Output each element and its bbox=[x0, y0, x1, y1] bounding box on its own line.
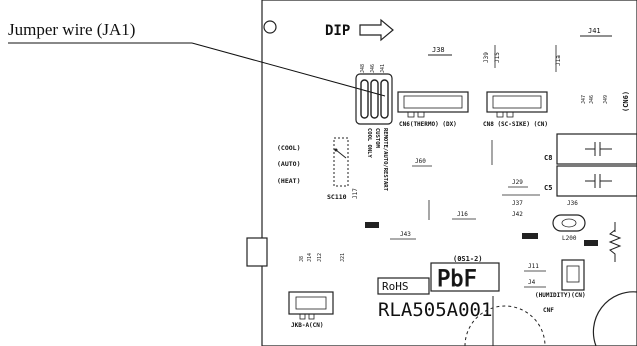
label-j4: J4 bbox=[528, 279, 536, 286]
edge-tab bbox=[246, 237, 268, 267]
label-pbf: PbF bbox=[437, 267, 477, 292]
vert-text-custom: CUSTOM bbox=[374, 128, 380, 149]
connector-humidity bbox=[561, 259, 585, 291]
capacitor-c5 bbox=[556, 165, 637, 197]
label-j15: J15 bbox=[494, 52, 501, 63]
jumper-label-b: J46 bbox=[370, 64, 376, 73]
label-cnf: CNF bbox=[543, 307, 554, 314]
jumper-block bbox=[355, 73, 393, 125]
jumper-wire-1 bbox=[360, 79, 369, 119]
label-right-1: J47 bbox=[581, 95, 587, 104]
switch-sc110 bbox=[333, 137, 349, 187]
label-lb-4: J21 bbox=[340, 253, 346, 262]
label-jkb: JKB-A(CN) bbox=[291, 322, 324, 329]
jumper-wire-2 bbox=[370, 79, 379, 119]
label-right-3: J49 bbox=[603, 95, 609, 104]
label-l200: L200 bbox=[562, 235, 577, 242]
label-j1a: J1a bbox=[555, 55, 562, 66]
smd-pad-3 bbox=[584, 240, 598, 246]
label-j29: J29 bbox=[512, 179, 523, 186]
dip-label: DIP bbox=[325, 23, 350, 39]
label-lb-3: J12 bbox=[317, 253, 323, 262]
smd-pad-1 bbox=[365, 222, 379, 228]
capacitor-c8 bbox=[556, 133, 637, 165]
mount-hole bbox=[263, 20, 277, 34]
label-j60: J60 bbox=[415, 158, 426, 165]
label-right-2: J46 bbox=[589, 95, 595, 104]
label-j38: J38 bbox=[432, 46, 445, 54]
label-right-4: (CN6) bbox=[622, 91, 630, 112]
label-auto: (AUTO) bbox=[277, 160, 300, 168]
jumper-wire-3 bbox=[380, 79, 389, 119]
label-rohs: RoHS bbox=[382, 280, 409, 293]
label-j11: J11 bbox=[528, 263, 539, 270]
label-humidity: (HUMIDITY)(CN) bbox=[535, 292, 586, 299]
round-component bbox=[592, 291, 637, 346]
label-cool: (COOL) bbox=[277, 144, 300, 152]
label-j37: J37 bbox=[512, 200, 523, 207]
label-j16: J16 bbox=[457, 211, 468, 218]
label-j39: J39 bbox=[483, 52, 490, 63]
cn-sc-connector bbox=[486, 91, 548, 113]
jumper-label-c: J41 bbox=[380, 64, 386, 73]
label-model: RLA505A001 bbox=[378, 299, 492, 321]
cn-thermo-connector bbox=[397, 91, 469, 113]
inductor-l200 bbox=[552, 214, 586, 232]
vert-text-remote: REMOTE/AUTO/RESTART bbox=[382, 128, 388, 192]
vert-text-cool-only: COOL ONLY bbox=[366, 128, 372, 158]
label-sw: SC110 bbox=[327, 193, 347, 201]
label-j41: J41 bbox=[588, 27, 601, 35]
label-j36: J36 bbox=[567, 200, 578, 207]
label-j43: J43 bbox=[400, 231, 411, 238]
resistor bbox=[608, 222, 622, 262]
rohs-box bbox=[377, 277, 430, 295]
label-model-small: (0S1-2) bbox=[453, 255, 483, 263]
label-c8: C8 bbox=[544, 154, 552, 162]
label-lb-2: J14 bbox=[307, 253, 313, 262]
label-cn-sc: CN8 (SC-SIKE) (CN) bbox=[483, 121, 548, 128]
jumper-label-a: J48 bbox=[360, 64, 366, 73]
jumper-wire-callout: Jumper wire (JA1) bbox=[8, 20, 136, 39]
dashed-arc bbox=[464, 305, 546, 346]
label-lb-1: J8 bbox=[299, 256, 305, 262]
label-j42: J42 bbox=[512, 211, 523, 218]
label-j17: J17 bbox=[352, 188, 359, 199]
label-c5: C5 bbox=[544, 184, 552, 192]
label-cn-thermo: CN6(THERMO) (DX) bbox=[399, 121, 457, 128]
label-heat: (HEAT) bbox=[277, 177, 300, 185]
pbf-box bbox=[430, 262, 500, 292]
callout-leader bbox=[191, 42, 386, 97]
smd-pad-2 bbox=[522, 233, 538, 239]
dip-arrow bbox=[359, 18, 394, 42]
